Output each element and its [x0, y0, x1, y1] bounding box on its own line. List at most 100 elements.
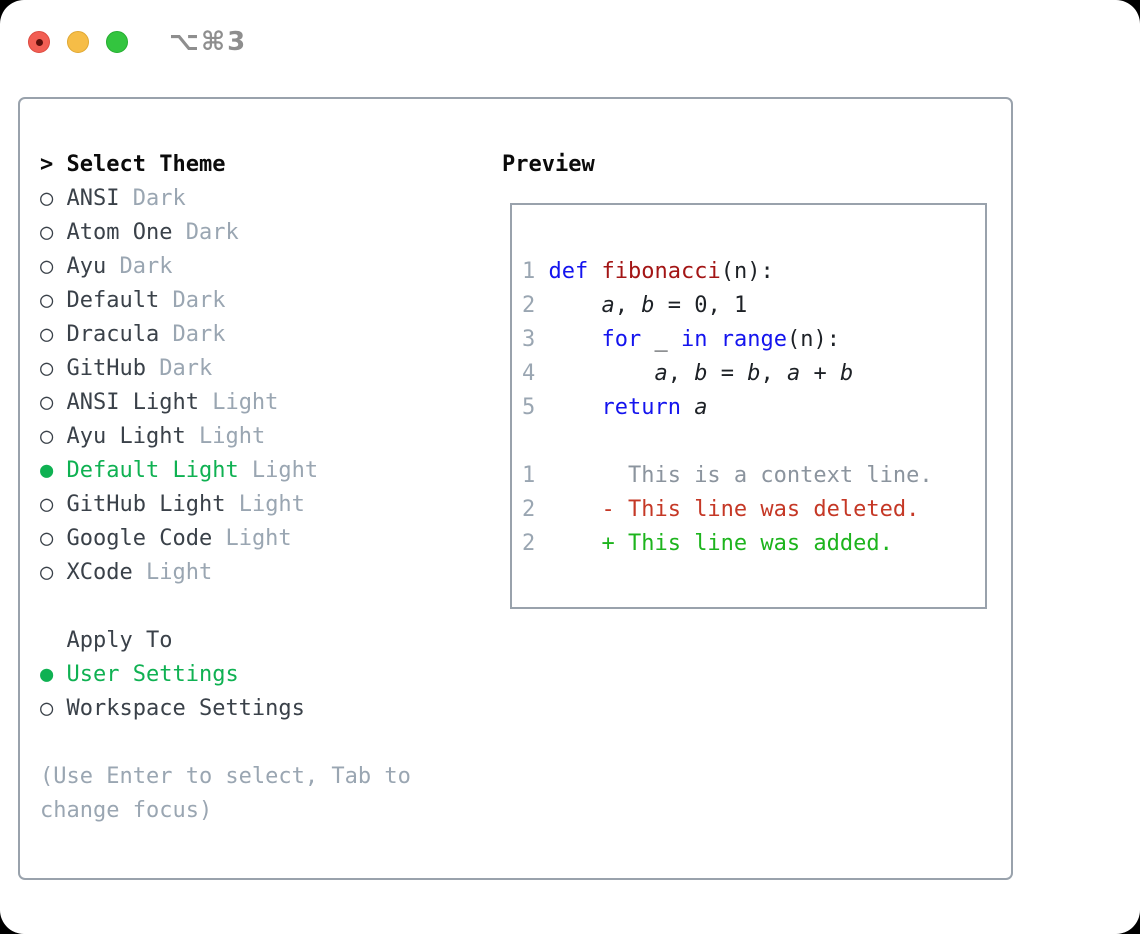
- select-theme-header-gap: [53, 152, 66, 177]
- preview-line: 1 This is a context line.: [522, 459, 985, 493]
- code-token: a: [694, 395, 708, 420]
- code-token: (n):: [720, 259, 774, 284]
- radio-off-icon: ○: [40, 696, 67, 721]
- theme-item-github[interactable]: ○ GitHub Dark: [40, 352, 492, 386]
- code-token: range: [720, 327, 787, 352]
- theme-item-default[interactable]: ○ Default Dark: [40, 284, 492, 318]
- code-token: +: [800, 361, 840, 386]
- select-theme-header: > Select Theme: [40, 148, 492, 182]
- theme-item-xcode[interactable]: ○ XCode Light: [40, 556, 492, 590]
- code-token: + This line was added.: [535, 531, 893, 556]
- theme-variant: Dark: [119, 186, 186, 211]
- theme-name: Atom One: [66, 220, 173, 245]
- apply-to-options: ● User Settings○ Workspace Settings: [40, 658, 492, 726]
- theme-item-atom-one[interactable]: ○ Atom One Dark: [40, 216, 492, 250]
- apply-to-header: Apply To: [40, 624, 492, 658]
- radio-off-icon: ○: [40, 560, 67, 585]
- theme-name: Default Light: [66, 458, 239, 483]
- code-token: ,: [760, 361, 787, 386]
- preview-line: 2 - This line was deleted.: [522, 493, 985, 527]
- code-token: a: [654, 361, 668, 386]
- apply-option-user-settings[interactable]: ● User Settings: [40, 658, 492, 692]
- code-token: [535, 293, 601, 318]
- window-title: ⌥⌘3: [169, 27, 248, 57]
- code-token: [681, 395, 694, 420]
- code-token: [535, 361, 654, 386]
- code-token: b: [641, 293, 655, 318]
- radio-off-icon: ○: [40, 186, 67, 211]
- code-token: b: [694, 361, 708, 386]
- main-panel: > Select Theme ○ ANSI Dark○ Atom One Dar…: [18, 97, 1013, 880]
- radio-on-icon: ●: [40, 458, 67, 483]
- radio-off-icon: ○: [40, 254, 67, 279]
- theme-list: ○ ANSI Dark○ Atom One Dark○ Ayu Dark○ De…: [40, 182, 492, 590]
- maximize-button[interactable]: [106, 31, 128, 53]
- line-number: 1: [522, 259, 536, 284]
- apply-to-header-label: Apply To: [66, 628, 173, 653]
- code-token: This is a context line.: [535, 463, 933, 488]
- focus-caret-icon: >: [40, 152, 54, 177]
- theme-item-ansi-light[interactable]: ○ ANSI Light Light: [40, 386, 492, 420]
- code-token: in: [680, 327, 708, 352]
- code-token: [535, 327, 601, 352]
- radio-off-icon: ○: [40, 492, 67, 517]
- preview-line: 2 a, b = 0, 1: [522, 289, 985, 323]
- code-token: (n):: [786, 327, 840, 352]
- code-token: [535, 395, 601, 420]
- code-token: =: [707, 361, 748, 386]
- code-token: _: [641, 327, 681, 352]
- apply-option-workspace-settings[interactable]: ○ Workspace Settings: [40, 692, 492, 726]
- code-token: [707, 327, 720, 352]
- theme-item-google-code[interactable]: ○ Google Code Light: [40, 522, 492, 556]
- line-number: 2: [522, 531, 536, 556]
- code-token: ,: [667, 361, 695, 386]
- theme-name: ANSI Light: [66, 390, 199, 415]
- theme-name: XCode: [66, 560, 133, 585]
- apply-option-label: Workspace Settings: [66, 696, 305, 721]
- code-token: = 0, 1: [654, 293, 748, 318]
- code-token: a: [601, 293, 615, 318]
- theme-item-ansi[interactable]: ○ ANSI Dark: [40, 182, 492, 216]
- radio-off-icon: ○: [40, 390, 67, 415]
- theme-item-ayu-light[interactable]: ○ Ayu Light Light: [40, 420, 492, 454]
- close-button[interactable]: [28, 31, 50, 53]
- theme-variant: Dark: [106, 254, 173, 279]
- line-number: 2: [522, 293, 536, 318]
- radio-off-icon: ○: [40, 322, 67, 347]
- preview-line: 3 for _ in range(n):: [522, 323, 985, 357]
- radio-off-icon: ○: [40, 220, 67, 245]
- spacer: [40, 590, 492, 624]
- code-token: [535, 259, 548, 284]
- record-dot-icon: [35, 38, 43, 46]
- code-token: b: [839, 361, 854, 386]
- code-token: fibonacci: [601, 259, 721, 284]
- line-number: 2: [522, 497, 536, 522]
- theme-variant: Light: [212, 526, 292, 551]
- theme-name: ANSI: [66, 186, 120, 211]
- theme-variant: Light: [185, 424, 266, 449]
- code-token: b: [747, 361, 761, 386]
- radio-off-icon: ○: [40, 288, 67, 313]
- preview-line: 4 a, b = b, a + b: [522, 357, 985, 391]
- code-token: a: [786, 361, 801, 386]
- theme-name: GitHub: [66, 356, 146, 381]
- theme-item-github-light[interactable]: ○ GitHub Light Light: [40, 488, 492, 522]
- theme-item-dracula[interactable]: ○ Dracula Dark: [40, 318, 492, 352]
- theme-item-default-light[interactable]: ● Default Light Light: [40, 454, 492, 488]
- minimize-button[interactable]: [67, 31, 89, 53]
- code-token: for: [601, 327, 642, 352]
- theme-name: Dracula: [66, 322, 160, 347]
- theme-item-ayu[interactable]: ○ Ayu Dark: [40, 250, 492, 284]
- theme-variant: Dark: [159, 288, 226, 313]
- radio-on-icon: ●: [40, 662, 67, 687]
- line-number: 1: [522, 463, 536, 488]
- theme-variant: Dark: [172, 220, 239, 245]
- theme-name: Ayu: [66, 254, 107, 279]
- radio-off-icon: ○: [40, 356, 67, 381]
- line-number: 4: [522, 361, 536, 386]
- line-number: 5: [522, 395, 536, 420]
- theme-variant: Light: [132, 560, 213, 585]
- preview-header: Preview: [502, 152, 595, 177]
- code-token: [588, 259, 601, 284]
